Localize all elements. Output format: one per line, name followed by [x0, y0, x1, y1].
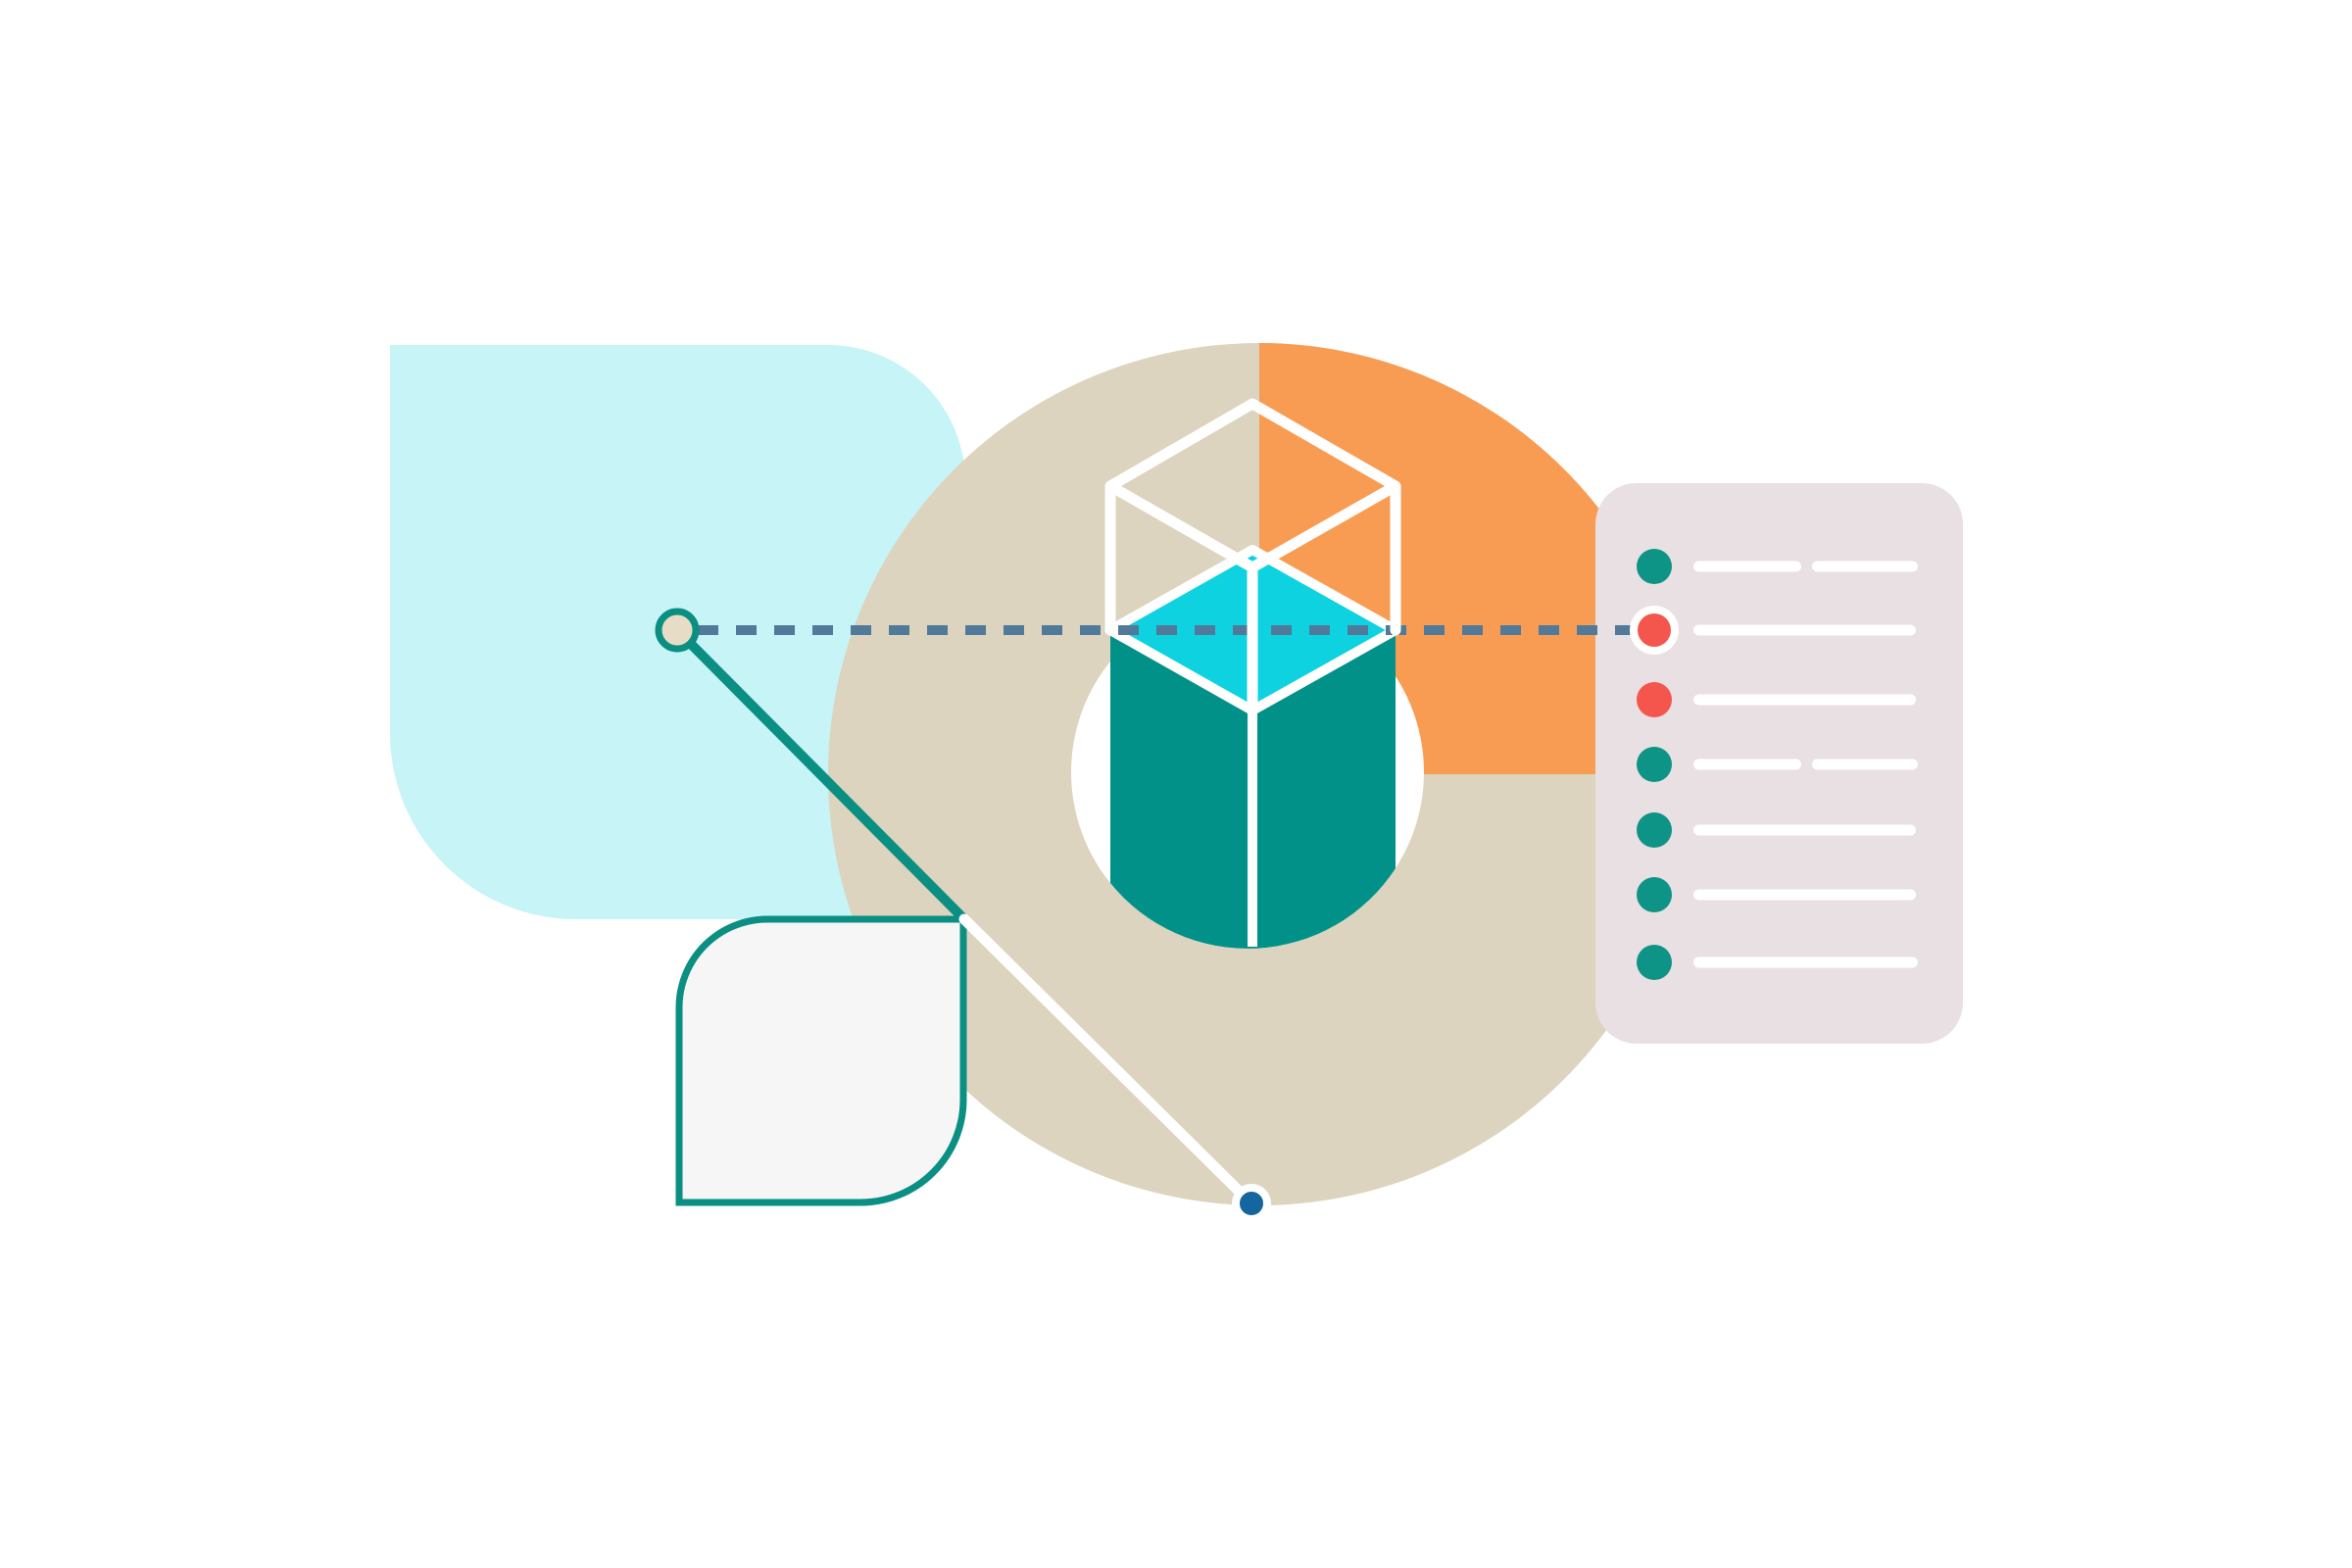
bullet-dot [1637, 549, 1672, 584]
endpoint-dot [1232, 1184, 1271, 1223]
list-panel [1630, 549, 1918, 980]
list-row [1637, 945, 1918, 980]
outlined-leaf-shape [675, 915, 967, 1206]
bullet-dot [1637, 877, 1672, 912]
list-row [1637, 682, 1916, 717]
text-line-placeholder [1693, 561, 1801, 572]
teal-diagonal-line [672, 625, 969, 924]
bullet-dot [1637, 945, 1672, 980]
text-line-placeholder [1812, 561, 1918, 572]
text-line-placeholder [1693, 694, 1916, 706]
text-line-placeholder [1812, 759, 1918, 770]
cube-wireframe [1104, 398, 1401, 716]
list-row [1637, 812, 1916, 848]
text-line-placeholder [1693, 824, 1916, 836]
text-line-placeholder [1693, 956, 1918, 968]
list-row [1637, 747, 1918, 782]
list-row [1637, 549, 1918, 584]
text-line-placeholder [1693, 759, 1801, 770]
bullet-dot [1637, 747, 1672, 782]
bullet-dot [1637, 682, 1672, 717]
text-line-placeholder [1693, 889, 1916, 901]
origin-point-dot [655, 608, 700, 653]
list-row-highlighted [1630, 606, 1916, 655]
text-line-placeholder [1693, 624, 1916, 636]
bullet-dot [1638, 613, 1671, 647]
white-diagonal-line [958, 913, 1257, 1209]
bullet-dot [1637, 812, 1672, 848]
list-row [1637, 877, 1916, 912]
